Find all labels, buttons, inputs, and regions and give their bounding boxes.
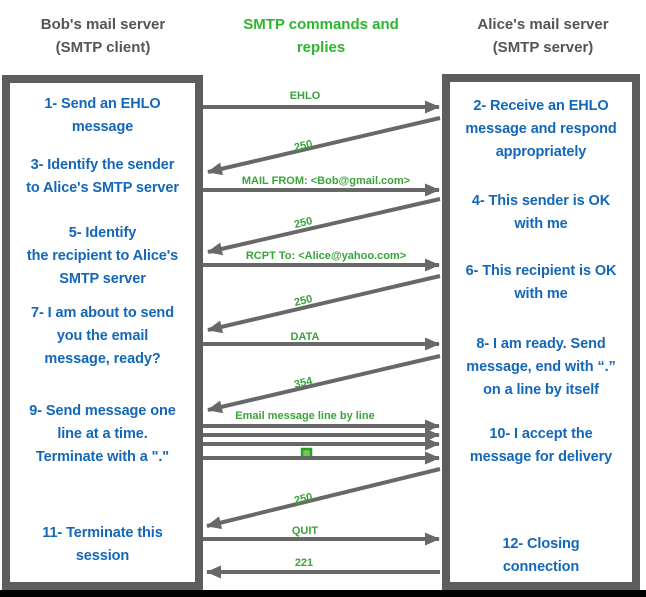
server-step-12: 12- Closing connection (502, 536, 580, 575)
arrow-reply-354-line (207, 354, 441, 414)
arrow-mail-from-label: MAIL FROM: <Bob@gmail.com> (242, 175, 410, 187)
client-step-1: 1- Send an EHLO message (44, 96, 161, 135)
arrow-reply-250-4-label: 250 (293, 491, 314, 507)
arrow-quit: QUIT (203, 525, 440, 546)
server-step-6: 6- This recipient is OK with me (465, 263, 617, 302)
arrow-quit-label: QUIT (292, 525, 319, 537)
client-step-7: 7- I am about to send you the email mess… (31, 305, 174, 367)
server-step-10: 10- I accept the message for delivery (469, 426, 613, 465)
arrow-reply-250-3-line (207, 274, 441, 334)
arrow-email-lines-label: Email message line by line (235, 410, 374, 422)
client-step-3: 3- Identify the sender to Alice's SMTP s… (26, 157, 179, 196)
arrow-reply-221: 221 (206, 557, 440, 579)
arrow-reply-354-label: 354 (293, 375, 314, 391)
server-step-8: 8- I am ready. Send message, end with “.… (466, 336, 616, 398)
arrow-ehlo-label: EHLO (290, 90, 321, 102)
commands-column-header: SMTP commands and replies (243, 16, 399, 56)
arrow-reply-250-3-label: 250 (293, 293, 314, 309)
arrow-reply-250-2: 250 (207, 197, 441, 256)
arrow-reply-250-3: 250 (207, 274, 441, 334)
bottom-black-bar (0, 590, 646, 597)
arrow-mail-from: MAIL FROM: <Bob@gmail.com> (203, 175, 440, 197)
client-lifeline-bar: 1- Send an EHLO message 3- Identify the … (2, 75, 203, 590)
arrow-reply-250-1: 250 (207, 116, 441, 176)
server-column-header: Alice's mail server (SMTP server) (477, 16, 609, 56)
arrow-rcpt-to: RCPT To: <Alice@yahoo.com> (203, 250, 440, 272)
client-step-11: 11- Terminate this session (42, 525, 163, 564)
arrow-data: DATA (203, 331, 440, 351)
arrow-reply-250-1-label: 250 (293, 138, 314, 154)
server-step-2: 2- Receive an EHLO message and respond a… (465, 98, 617, 160)
arrow-reply-250-2-line (207, 197, 441, 256)
client-step-9: 9- Send message one line at a time. Term… (29, 403, 176, 465)
client-step-5: 5- Identify the recipient to Alice's SMT… (26, 225, 179, 287)
arrow-reply-250-1-line (207, 116, 441, 176)
arrows-email-message-lines: Email message line by line (203, 410, 440, 465)
arrow-rcpt-to-label: RCPT To: <Alice@yahoo.com> (246, 250, 406, 262)
arrow-data-label: DATA (291, 331, 320, 343)
client-column-header: Bob's mail server (SMTP client) (40, 16, 166, 56)
arrow-ehlo: EHLO (203, 90, 440, 114)
arrow-reply-250-2-label: 250 (293, 215, 314, 231)
server-lifeline-bar: 2- Receive an EHLO message and respond a… (442, 74, 640, 590)
arrow-reply-250-4-line (206, 467, 441, 529)
arrow-reply-250-4: 250 (206, 467, 441, 529)
server-step-4: 4- This sender is OK with me (471, 193, 611, 232)
arrow-reply-221-label: 221 (295, 557, 313, 569)
arrow-reply-354: 354 (207, 354, 441, 414)
